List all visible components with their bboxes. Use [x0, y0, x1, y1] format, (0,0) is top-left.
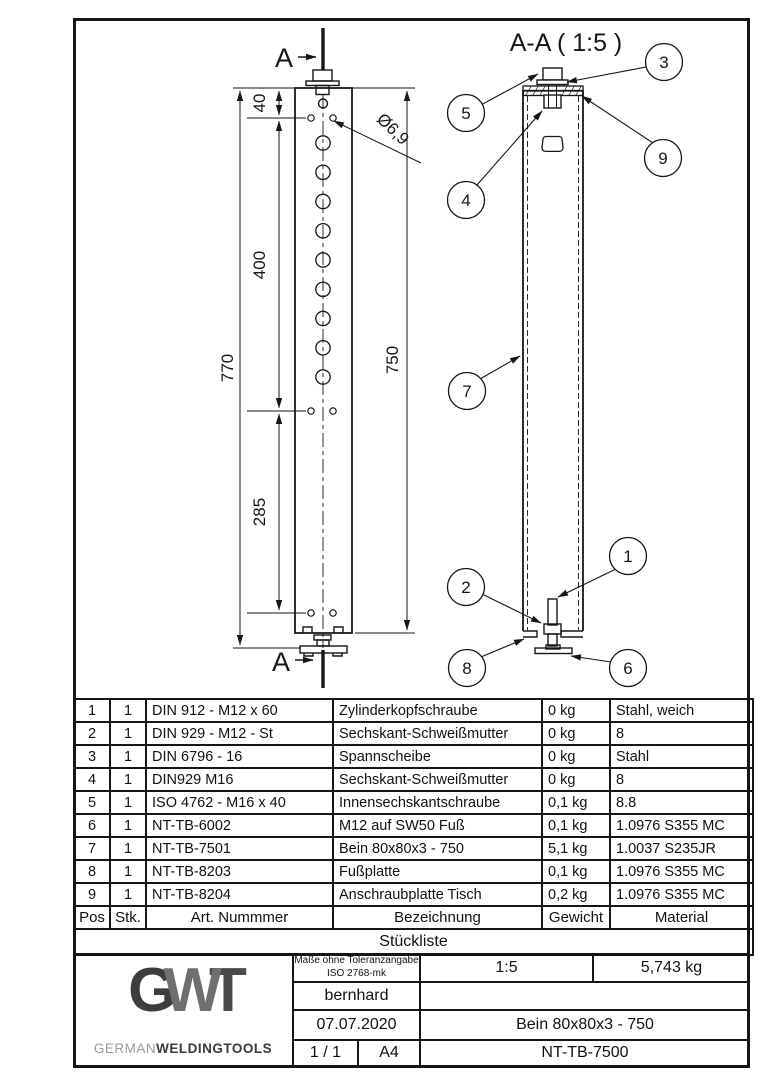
svg-text:8: 8	[462, 659, 471, 678]
tube-outline	[294, 87, 353, 634]
gwt-logo: GWT	[128, 956, 247, 1025]
col-header-gewicht: Gewicht	[541, 905, 611, 930]
col-header-stk: Stk.	[109, 905, 147, 930]
svg-text:4: 4	[461, 191, 470, 210]
parts-list-title: Stückliste	[73, 928, 754, 956]
top-fastener	[305, 69, 340, 109]
bottom-foot-assembly	[523, 598, 583, 655]
balloon-6: 6	[608, 648, 648, 688]
format-cell: A4	[358, 1040, 420, 1066]
dim-label-400: 400	[250, 251, 269, 279]
small-holes	[307, 114, 337, 617]
sheet-cell: 1 / 1	[293, 1040, 358, 1066]
balloon-leaders	[476, 66, 654, 663]
svg-text:2: 2	[461, 578, 470, 597]
balloon-2: 2	[446, 567, 486, 607]
dim-label-40: 40	[250, 94, 269, 113]
mounting-holes	[315, 135, 331, 385]
svg-text:1: 1	[623, 547, 632, 566]
balloon-4: 4	[446, 180, 486, 220]
weight-cell: 5,743 kg	[593, 953, 750, 982]
part-name-cell: Bein 80x80x3 - 750	[420, 1010, 750, 1040]
drawing-number-cell: NT-TB-7500	[420, 1040, 750, 1066]
company-name: GERMANWELDINGTOOLS	[93, 1041, 273, 1056]
company-logo: GWT GERMANWELDINGTOOLS	[73, 953, 293, 1066]
author-cell: bernhard	[293, 982, 420, 1010]
col-header-bezeichnung: Bezeichnung	[332, 905, 543, 930]
inner-hole	[541, 135, 564, 153]
title-block: GWT GERMANWELDINGTOOLS Maße ohne Toleran…	[73, 953, 750, 1066]
col-header-material: Material	[609, 905, 754, 930]
svg-text:7: 7	[462, 382, 471, 401]
top-bolt-assembly	[536, 67, 569, 109]
section-label-top: A	[275, 43, 293, 73]
front-view: 770 40 400 285 750 Ø6,9	[218, 28, 422, 688]
leader-hole-diameter	[333, 120, 422, 164]
dim-label-285: 285	[250, 498, 269, 526]
sheet-frame	[73, 18, 750, 1068]
empty-cell	[420, 982, 750, 1010]
section-view-title: A-A ( 1:5 )	[510, 29, 623, 57]
section-label-bottom: A	[272, 647, 290, 677]
balloon-8: 8	[447, 648, 487, 688]
balloon-1: 1	[608, 536, 648, 576]
balloons: 3 5 9 4 7 1 2 8 6	[446, 42, 684, 688]
balloon-9: 9	[643, 138, 683, 178]
balloon-5: 5	[446, 93, 486, 133]
scale-cell: 1:5	[420, 953, 593, 982]
section-view: A-A ( 1:5 )	[446, 29, 684, 688]
svg-text:9: 9	[658, 149, 667, 168]
section-cut-marker: A A	[272, 28, 325, 688]
date-cell: 07.07.2020	[293, 1010, 420, 1040]
col-header-pos: Pos	[73, 905, 111, 930]
balloon-3: 3	[644, 42, 684, 82]
parts-list-title-row: Stückliste	[73, 928, 754, 956]
dim-label-750: 750	[383, 346, 402, 374]
svg-text:3: 3	[659, 53, 668, 72]
dim-label-770: 770	[218, 354, 237, 382]
balloon-7: 7	[447, 371, 487, 411]
tolerance-note: Maße ohne Toleranzangabe ISO 2768-mk	[293, 953, 420, 982]
col-header-artnummer: Art. Nummmer	[145, 905, 334, 930]
svg-text:5: 5	[461, 104, 470, 123]
parts-header-row: Pos Stk. Art. Nummmer Bezeichnung Gewich…	[73, 905, 754, 930]
top-plate	[522, 85, 584, 97]
svg-text:6: 6	[623, 659, 632, 678]
